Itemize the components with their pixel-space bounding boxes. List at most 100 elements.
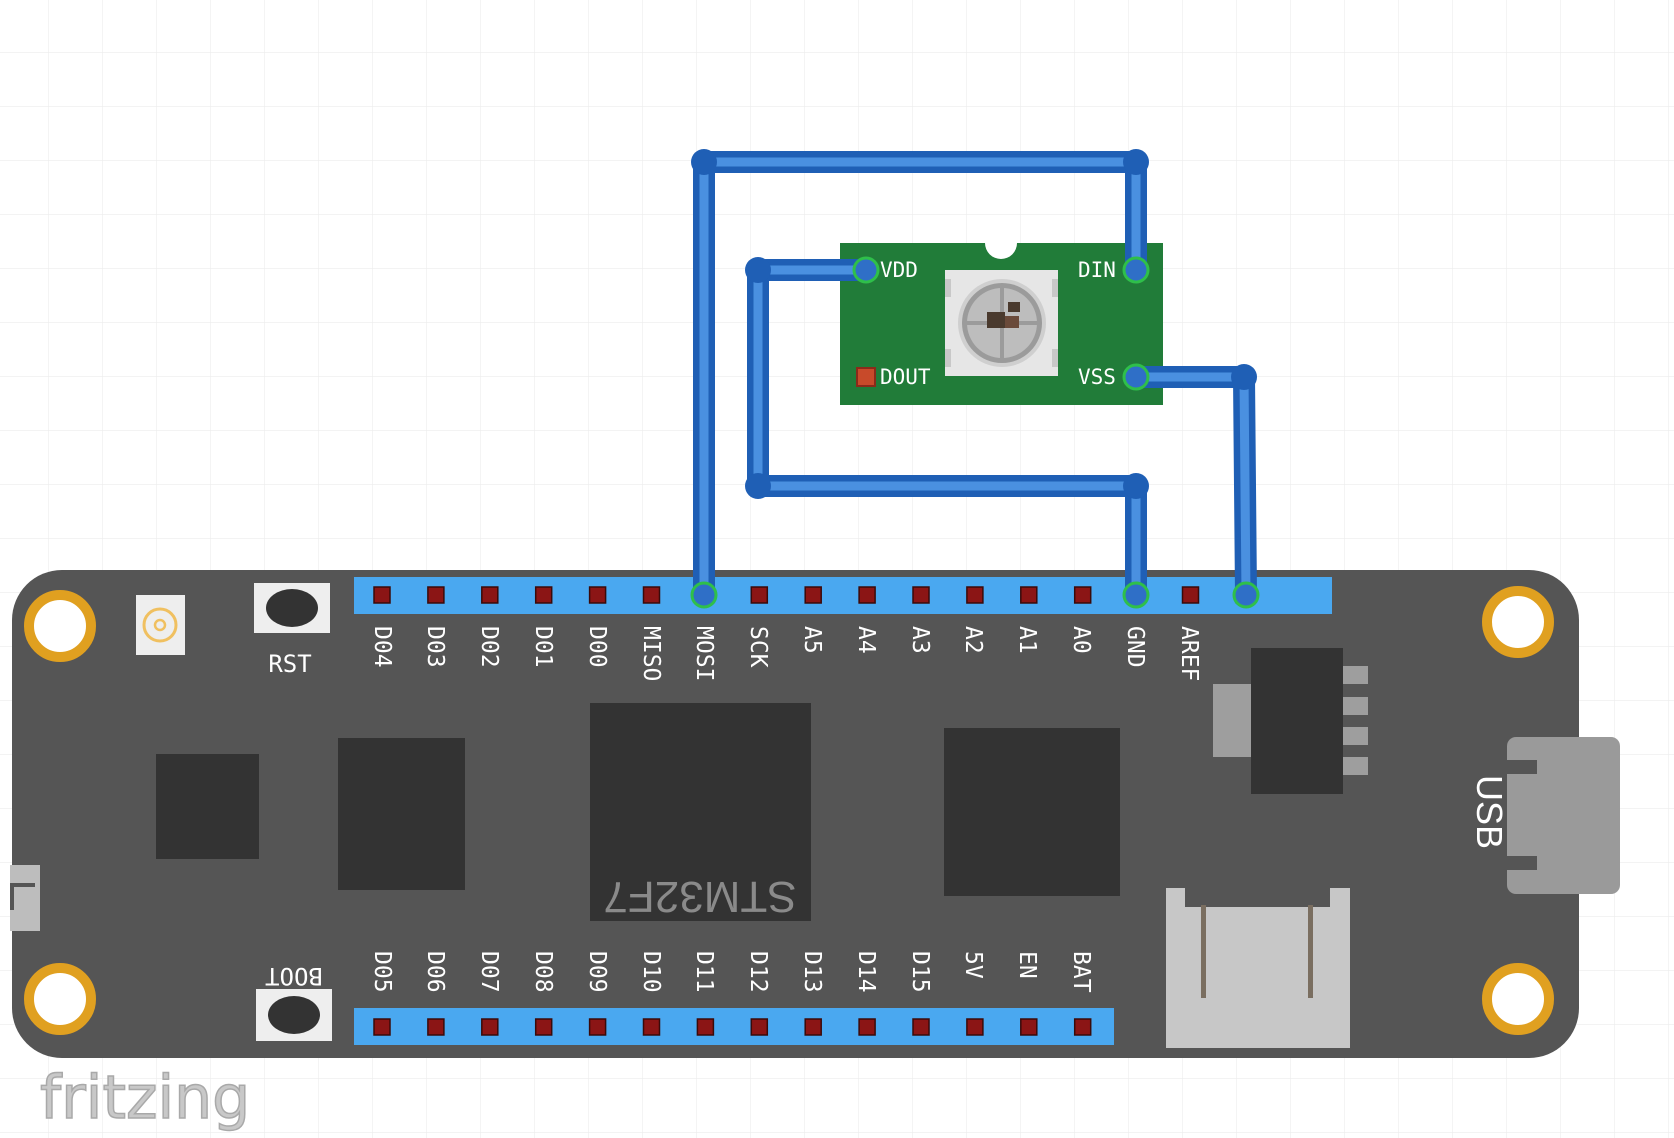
pin-label-5V: 5V bbox=[960, 951, 986, 979]
mounting-hole-bottom-left bbox=[24, 963, 96, 1035]
header-pin-D09[interactable] bbox=[588, 1018, 607, 1036]
mounting-hole-top-right bbox=[1482, 586, 1554, 658]
wires bbox=[690, 149, 1260, 609]
microcontroller-board[interactable]: RST BOOT STM32F7 bbox=[10, 570, 1620, 1058]
header-pin-5V[interactable] bbox=[966, 1018, 984, 1036]
header-pin-A3[interactable] bbox=[912, 586, 930, 604]
edge-connector bbox=[10, 865, 40, 931]
header-pin-BAT[interactable] bbox=[1073, 1018, 1092, 1036]
wire-endpoint-mosi[interactable] bbox=[690, 581, 718, 609]
wire-endpoint-gnd[interactable] bbox=[1122, 581, 1150, 609]
pin-label-D11: D11 bbox=[691, 951, 717, 993]
wire-mosi-to-din-highlight bbox=[699, 157, 1141, 600]
pin-label-A0: A0 bbox=[1068, 626, 1094, 654]
header-pin-MISO[interactable] bbox=[642, 586, 661, 604]
flash-chip bbox=[338, 738, 465, 890]
header-pin-D11[interactable] bbox=[696, 1018, 715, 1036]
pin-label-A5: A5 bbox=[799, 626, 825, 654]
pin-label-D00: D00 bbox=[584, 626, 610, 668]
led-dout-pin[interactable] bbox=[856, 367, 876, 387]
pin-label-D04: D04 bbox=[369, 626, 395, 668]
pin-label-D08: D08 bbox=[530, 951, 556, 993]
led-dout-label: DOUT bbox=[880, 365, 931, 389]
usb-connector[interactable] bbox=[1507, 737, 1620, 894]
fritzing-logo: fritzing bbox=[40, 1063, 250, 1133]
boot-button[interactable] bbox=[256, 989, 332, 1041]
pin-label-A1: A1 bbox=[1014, 626, 1040, 654]
pin-label-D12: D12 bbox=[745, 951, 771, 993]
pin-label-A2: A2 bbox=[960, 626, 986, 654]
wire-bend-point[interactable] bbox=[745, 257, 771, 283]
header-pin-AREF[interactable] bbox=[1181, 586, 1200, 604]
led-din-label: DIN bbox=[1078, 258, 1116, 282]
pin-label-GND: GND bbox=[1122, 626, 1148, 668]
mounting-hole-bottom-right bbox=[1482, 963, 1554, 1035]
mcu-chip-label: STM32F7 bbox=[603, 872, 796, 921]
header-pin-A1[interactable] bbox=[1020, 586, 1038, 604]
header-pin-D01[interactable] bbox=[534, 586, 553, 604]
bottom-header bbox=[354, 1008, 1114, 1045]
pin-label-D15: D15 bbox=[907, 951, 933, 993]
header-pin-D02[interactable] bbox=[481, 586, 499, 604]
header-pin-SCK[interactable] bbox=[750, 586, 769, 604]
voltage-regulator bbox=[1213, 648, 1368, 794]
header-pin-A5[interactable] bbox=[804, 586, 822, 604]
header-pin-D12[interactable] bbox=[750, 1018, 769, 1036]
header-pin-D03[interactable] bbox=[427, 586, 445, 604]
usb-label: USB bbox=[1469, 775, 1510, 849]
pin-label-D02: D02 bbox=[476, 626, 502, 668]
wifi-chip bbox=[944, 728, 1120, 896]
header-pin-D07[interactable] bbox=[481, 1018, 499, 1036]
pin-label-EN: EN bbox=[1014, 951, 1040, 979]
pin-label-D03: D03 bbox=[422, 626, 448, 668]
wire-bend-point[interactable] bbox=[745, 473, 771, 499]
header-pin-D10[interactable] bbox=[642, 1018, 661, 1036]
wire-bend-point[interactable] bbox=[691, 149, 717, 175]
led-package bbox=[945, 270, 1058, 376]
header-pin-A0[interactable] bbox=[1073, 586, 1092, 604]
header-pin-EN[interactable] bbox=[1020, 1018, 1038, 1036]
pin-label-AREF: AREF bbox=[1176, 626, 1202, 681]
pin-label-A4: A4 bbox=[853, 626, 879, 654]
pin-label-MOSI: MOSI bbox=[691, 626, 717, 681]
pin-label-D14: D14 bbox=[853, 951, 879, 993]
antenna-connector bbox=[136, 595, 185, 655]
pin-label-BAT: BAT bbox=[1068, 951, 1094, 993]
header-pin-D13[interactable] bbox=[804, 1018, 822, 1036]
pin-label-D01: D01 bbox=[530, 626, 556, 668]
header-pin-A4[interactable] bbox=[858, 586, 876, 604]
reset-button[interactable] bbox=[254, 583, 330, 633]
header-pin-D00[interactable] bbox=[588, 586, 607, 604]
pin-label-D06: D06 bbox=[422, 951, 448, 993]
pin-label-SCK: SCK bbox=[745, 626, 771, 668]
battery-connector bbox=[1166, 888, 1350, 1048]
pin-label-A3: A3 bbox=[907, 626, 933, 654]
rst-label: RST bbox=[268, 650, 311, 678]
pin-label-D05: D05 bbox=[369, 951, 395, 993]
header-pin-D08[interactable] bbox=[534, 1018, 553, 1036]
header-pin-D05[interactable] bbox=[373, 1018, 391, 1036]
wire-bend-point[interactable] bbox=[1231, 364, 1257, 390]
small-chip bbox=[156, 754, 259, 859]
header-pin-D14[interactable] bbox=[858, 1018, 876, 1036]
pin-label-D09: D09 bbox=[584, 951, 610, 993]
pin-label-D07: D07 bbox=[476, 951, 502, 993]
wire-endpoint-header[interactable] bbox=[1232, 581, 1260, 609]
header-pin-D15[interactable] bbox=[912, 1018, 930, 1036]
pin-label-MISO: MISO bbox=[638, 626, 664, 681]
rgb-led-module[interactable]: VDD DIN DOUT VSS bbox=[840, 243, 1163, 405]
top-header bbox=[354, 577, 1332, 614]
led-vss-label: VSS bbox=[1078, 365, 1116, 389]
wire-bend-point[interactable] bbox=[1123, 473, 1149, 499]
boot-label: BOOT bbox=[265, 962, 323, 990]
wire-bend-point[interactable] bbox=[1123, 149, 1149, 175]
wire-endpoint-vdd[interactable] bbox=[852, 256, 880, 284]
header-pin-D06[interactable] bbox=[427, 1018, 445, 1036]
wire-endpoint-din[interactable] bbox=[1122, 256, 1150, 284]
mcu-chip bbox=[590, 703, 811, 921]
header-pin-A2[interactable] bbox=[966, 586, 984, 604]
wire-endpoint-vss[interactable] bbox=[1122, 363, 1150, 391]
pin-label-D10: D10 bbox=[638, 951, 664, 993]
header-pin-D04[interactable] bbox=[373, 586, 391, 604]
